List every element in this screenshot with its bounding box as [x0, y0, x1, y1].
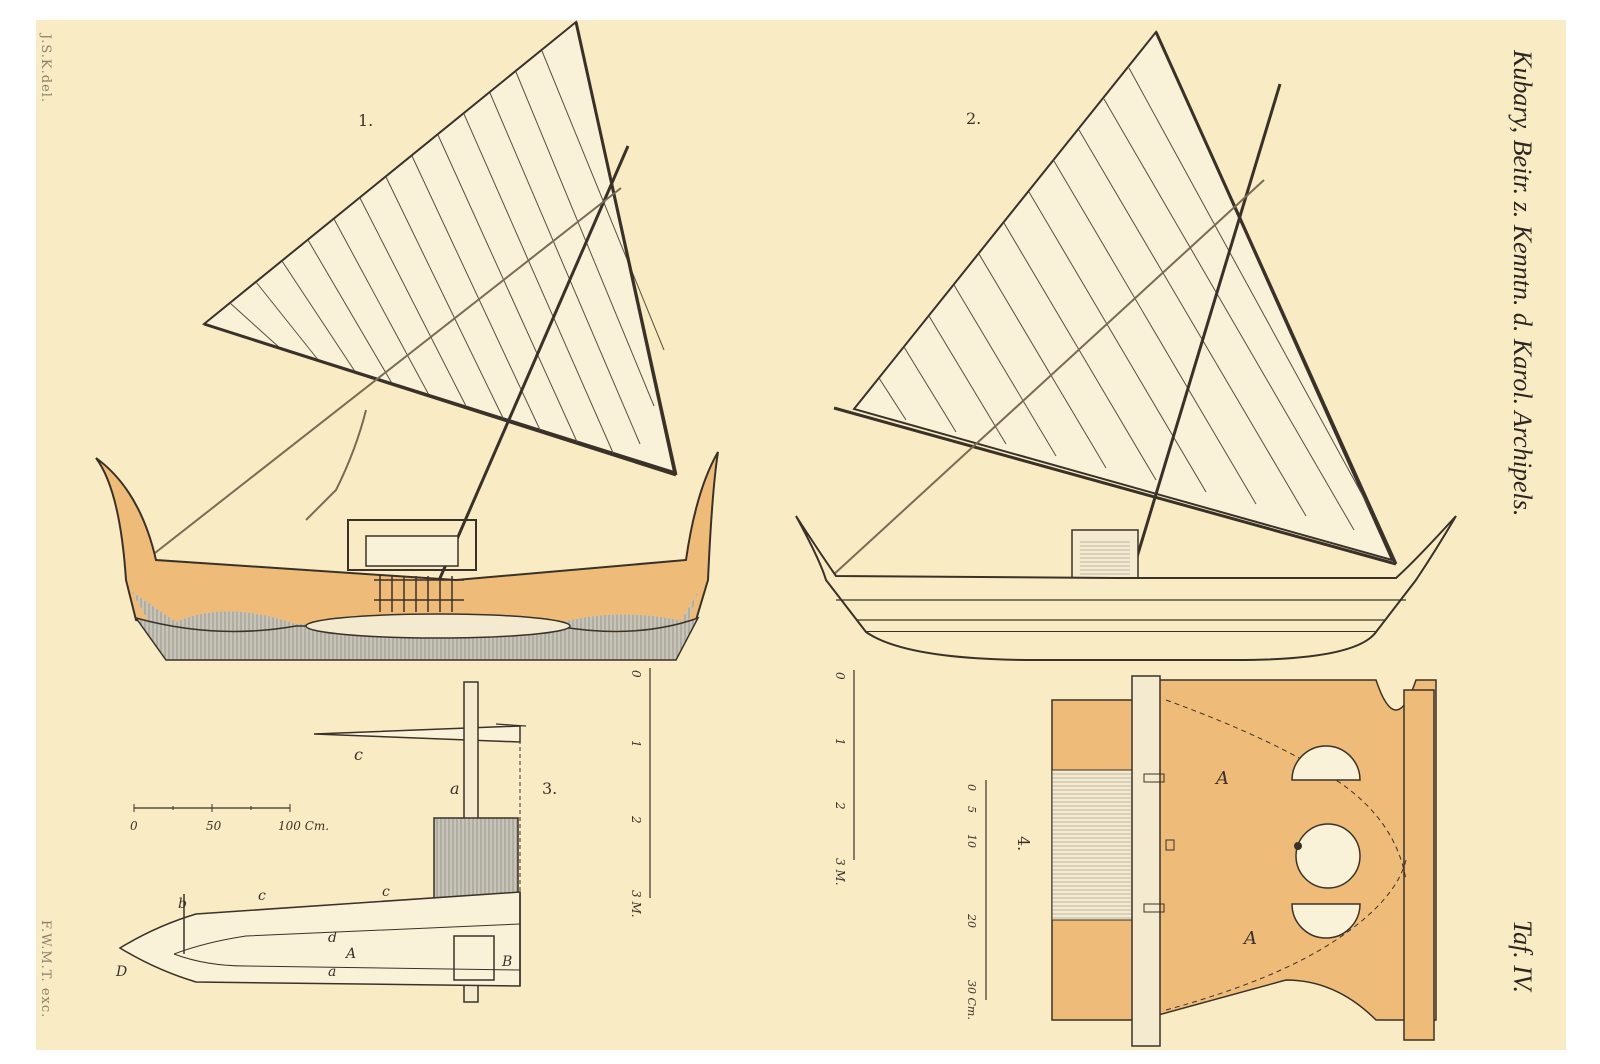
- fig3-label-a-bottom: a: [328, 964, 336, 980]
- scale-cm-tick-20: 20: [965, 913, 978, 928]
- scale-bar-meters-2: 0 1 2 3 M.: [833, 670, 855, 886]
- plate-title: Kubary, Beitr. z. Kenntn. d. Karol. Arch…: [1508, 49, 1537, 516]
- scale-bar-meters-1: 0 1 2 3 M.: [629, 668, 651, 918]
- fig3-label-D: D: [115, 964, 127, 980]
- scale-m1-tick-3: 3 M.: [629, 890, 643, 918]
- scale-left-tick-0: 0: [130, 819, 138, 833]
- fig2-label: 2.: [966, 109, 981, 128]
- scale-m1-tick-2: 2: [629, 815, 643, 824]
- scale-bar-cm-left: 0 50 100 Cm.: [130, 804, 329, 833]
- scale-m2-tick-2: 2: [833, 801, 847, 810]
- scale-m2-tick-1: 1: [833, 738, 847, 746]
- figure-3-plan: 3. c a b c c d A a D B: [115, 681, 557, 1003]
- fig3-label-c2: c: [382, 884, 390, 900]
- fig1-label: 1.: [358, 111, 373, 130]
- scale-left-tick-50: 50: [206, 819, 222, 833]
- fig3-label-A: A: [344, 946, 356, 962]
- credit-delineator: J.S.K.del.: [38, 32, 53, 103]
- scale-m1-tick-1: 1: [629, 740, 643, 748]
- fig3-label-B: B: [501, 954, 512, 970]
- fig4-label: 4.: [1014, 836, 1033, 851]
- figure-2-canoe: 2.: [795, 30, 1457, 661]
- scale-left-tick-100: 100 Cm.: [278, 819, 329, 833]
- fig3-label: 3.: [542, 779, 557, 798]
- fig4-label-A-top: A: [1214, 768, 1229, 789]
- scale-bar-cm-right: 0 5 10 20 30 Cm. 4.: [965, 780, 1033, 1020]
- fig2-sail-stripes: [878, 67, 1377, 531]
- fig4-label-A-bottom: A: [1242, 928, 1257, 949]
- figure-1-canoe: 1.: [95, 20, 719, 661]
- fig2-hull: [795, 515, 1457, 633]
- fig3-label-c-top: c: [354, 745, 363, 764]
- fig3-label-a-top: a: [450, 779, 460, 798]
- fig1-sail: [201, 20, 676, 474]
- scale-cm-tick-30: 30 Cm.: [965, 980, 978, 1020]
- scale-m2-tick-3: 3 M.: [833, 858, 847, 886]
- scale-cm-tick-10: 10: [965, 834, 978, 848]
- figure-4-detail: A A: [1051, 675, 1437, 1047]
- fig3-label-c1: c: [258, 888, 266, 904]
- fig3-label-b: b: [178, 896, 187, 912]
- fig1-hull: [95, 451, 719, 649]
- scale-m2-tick-0: 0: [833, 672, 847, 680]
- credit-engraver: F.W.M.T. exc.: [38, 920, 53, 1018]
- engraving-plate: 1. 2.: [36, 20, 1566, 1050]
- plate-drawing: 1. 2.: [38, 20, 1537, 1047]
- plate-number: Taf. IV.: [1508, 920, 1537, 993]
- fig3-label-d: d: [328, 930, 337, 946]
- scale-cm-tick-5: 5: [965, 806, 978, 813]
- scale-cm-tick-0: 0: [965, 784, 978, 791]
- scale-m1-tick-0: 0: [629, 670, 643, 678]
